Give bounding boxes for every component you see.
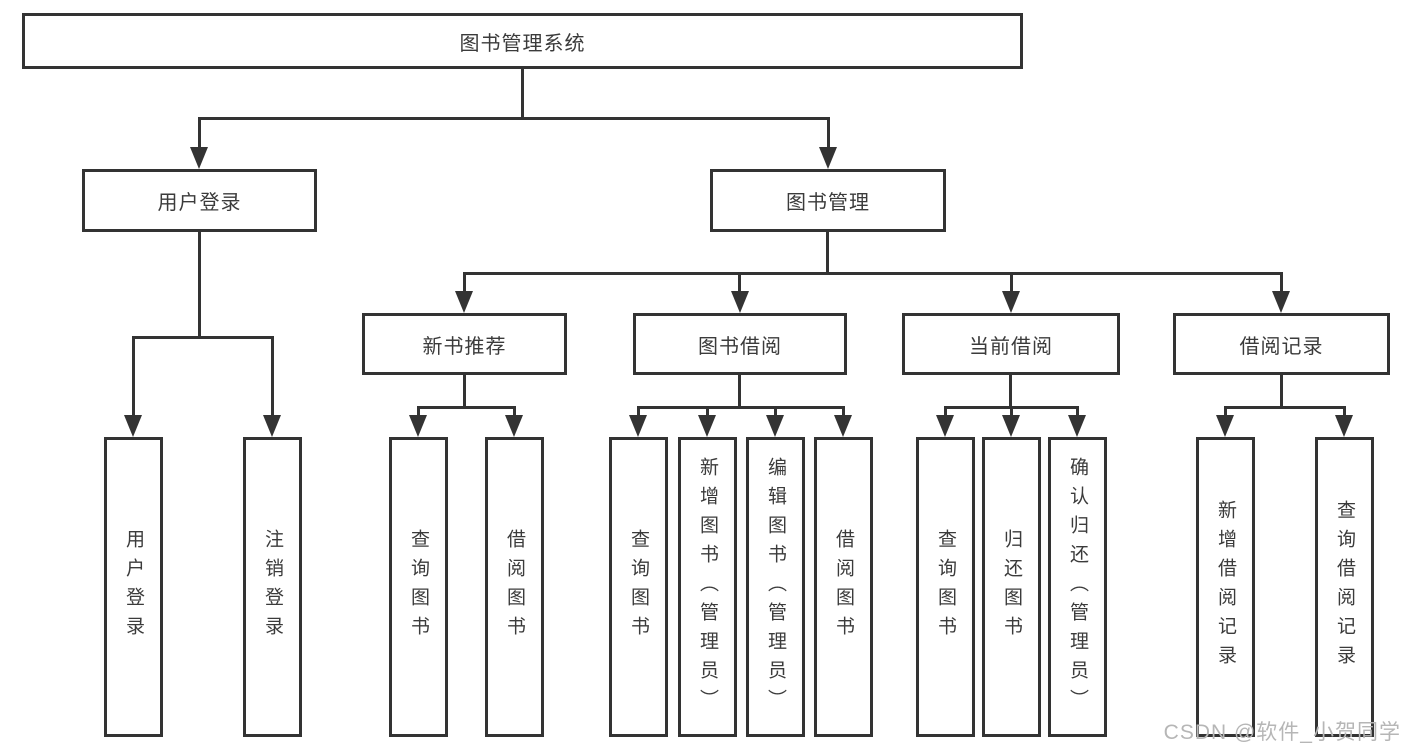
- node-label: 确认归还（管理员）: [1067, 456, 1088, 718]
- node-label: 图书管理: [786, 192, 870, 214]
- arrow-down-icon: [1002, 291, 1020, 313]
- connector-line: [1224, 406, 1227, 415]
- connector-line: [271, 336, 274, 415]
- connector-line: [463, 272, 1283, 275]
- node-label: 查询图书: [628, 529, 649, 645]
- connector-line: [827, 117, 830, 147]
- leaf-logout: 注销登录: [243, 437, 302, 737]
- node-new-book-recommend: 新书推荐: [362, 313, 567, 375]
- node-label: 图书管理系统: [459, 32, 586, 55]
- arrow-down-icon: [1335, 415, 1353, 437]
- watermark: CSDN @软件_小贺同学: [1163, 721, 1401, 744]
- connector-line: [417, 406, 516, 409]
- node-user-login: 用户登录: [82, 169, 317, 232]
- node-label: 查询借阅记录: [1334, 500, 1355, 674]
- arrow-down-icon: [698, 415, 716, 437]
- node-label: 归还图书: [1001, 529, 1022, 645]
- node-label: 图书借阅: [698, 335, 782, 358]
- node-book-borrowing: 图书借阅: [633, 313, 847, 375]
- connector-line: [774, 406, 777, 415]
- connector-line: [198, 117, 830, 120]
- connector-line: [1280, 375, 1283, 406]
- node-library-management-system: 图书管理系统: [22, 13, 1023, 69]
- node-label: 新增借阅记录: [1215, 500, 1236, 674]
- leaf-query-books-borrowing: 查询图书: [609, 437, 668, 737]
- arrow-down-icon: [455, 291, 473, 313]
- arrow-down-icon: [1068, 415, 1086, 437]
- arrow-down-icon: [629, 415, 647, 437]
- node-book-management: 图书管理: [710, 169, 946, 232]
- leaf-user-login: 用户登录: [104, 437, 163, 737]
- connector-line: [738, 272, 741, 291]
- arrow-down-icon: [1002, 415, 1020, 437]
- leaf-add-borrow-record: 新增借阅记录: [1196, 437, 1255, 737]
- node-label: 借阅记录: [1239, 335, 1324, 358]
- leaf-borrow-books-recommend: 借阅图书: [485, 437, 544, 737]
- arrow-down-icon: [190, 147, 208, 169]
- connector-line: [198, 117, 201, 147]
- arrow-down-icon: [1216, 415, 1234, 437]
- node-borrowing-records: 借阅记录: [1173, 313, 1390, 375]
- node-label: 查询图书: [408, 529, 429, 645]
- arrow-down-icon: [409, 415, 427, 437]
- node-label: 借阅图书: [833, 529, 854, 645]
- node-label: 查询图书: [935, 529, 956, 645]
- connector-line: [826, 232, 829, 272]
- leaf-return-book: 归还图书: [982, 437, 1041, 737]
- connector-line: [637, 406, 640, 415]
- node-current-borrowing: 当前借阅: [902, 313, 1120, 375]
- node-label: 新书推荐: [422, 335, 507, 358]
- connector-line: [944, 406, 947, 415]
- leaf-edit-book-admin: 编辑图书（管理员）: [746, 437, 805, 737]
- connector-line: [132, 336, 274, 339]
- arrow-down-icon: [505, 415, 523, 437]
- node-label: 用户登录: [157, 192, 242, 214]
- node-label: 用户登录: [123, 529, 144, 645]
- arrow-down-icon: [124, 415, 142, 437]
- connector-line: [1224, 406, 1346, 409]
- connector-line: [1009, 375, 1012, 406]
- connector-line: [463, 375, 466, 406]
- leaf-confirm-return-admin: 确认归还（管理员）: [1048, 437, 1107, 737]
- arrow-down-icon: [819, 147, 837, 169]
- connector-line: [706, 406, 709, 415]
- connector-line: [1076, 406, 1079, 415]
- connector-line: [1010, 272, 1013, 291]
- node-label: 编辑图书（管理员）: [765, 456, 786, 718]
- connector-line: [1343, 406, 1346, 415]
- connector-line: [513, 406, 516, 415]
- node-label: 当前借阅: [969, 335, 1053, 358]
- connector-line: [1010, 406, 1013, 415]
- arrow-down-icon: [263, 415, 281, 437]
- node-label: 借阅图书: [504, 529, 525, 645]
- connector-line: [842, 406, 845, 415]
- leaf-add-book-admin: 新增图书（管理员）: [678, 437, 737, 737]
- connector-line: [637, 406, 845, 409]
- leaf-borrow-books-borrowing: 借阅图书: [814, 437, 873, 737]
- arrow-down-icon: [731, 291, 749, 313]
- arrow-down-icon: [834, 415, 852, 437]
- arrow-down-icon: [766, 415, 784, 437]
- connector-line: [463, 272, 466, 291]
- arrow-down-icon: [936, 415, 954, 437]
- connector-line: [198, 232, 201, 336]
- connector-line: [1280, 272, 1283, 291]
- node-label: 注销登录: [262, 529, 283, 645]
- connector-line: [417, 406, 420, 415]
- connector-line: [738, 375, 741, 406]
- node-label: 新增图书（管理员）: [697, 456, 718, 718]
- arrow-down-icon: [1272, 291, 1290, 313]
- connector-line: [521, 69, 524, 117]
- leaf-query-borrow-record: 查询借阅记录: [1315, 437, 1374, 737]
- leaf-query-books-current: 查询图书: [916, 437, 975, 737]
- connector-line: [132, 336, 135, 415]
- leaf-query-books-recommend: 查询图书: [389, 437, 448, 737]
